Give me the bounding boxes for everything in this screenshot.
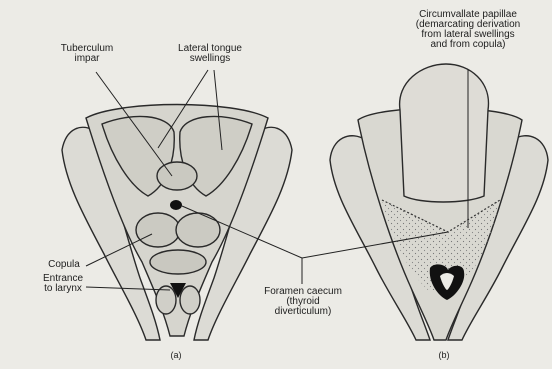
label-tuberculum-line2: impar [56, 54, 118, 64]
label-circum-line4: and from copula) [400, 40, 536, 50]
label-lateral-tongue-swellings: Lateral tongue swellings [168, 44, 252, 64]
label-copula: Copula [42, 260, 86, 270]
panel-b-drawing [330, 64, 548, 340]
label-lateral-line2: swellings [168, 54, 252, 64]
copula-shape [136, 213, 180, 247]
arytenoid-right [180, 286, 200, 314]
panel-label-b: (b) [432, 350, 456, 360]
tongue-anterior-lobe [400, 64, 489, 202]
panel-label-a: (a) [164, 350, 188, 360]
epiglottal-swelling [150, 250, 206, 274]
tuberculum-impar-shape [157, 162, 197, 190]
label-entrance-to-larynx: Entrance to larynx [38, 274, 88, 294]
foramen-caecum-dot [170, 200, 182, 210]
label-foramen-line3: diverticulum) [258, 307, 348, 317]
label-tuberculum-impar: Tuberculum impar [56, 44, 118, 64]
label-entrance-line2: to larynx [38, 284, 88, 294]
label-copula-text: Copula [42, 260, 86, 270]
copula-shape-right [176, 213, 220, 247]
label-circumvallate-papillae: Circumvallate papillae (demarcating deri… [400, 10, 536, 50]
label-foramen-caecum: Foramen caecum (thyroid diverticulum) [258, 287, 348, 317]
